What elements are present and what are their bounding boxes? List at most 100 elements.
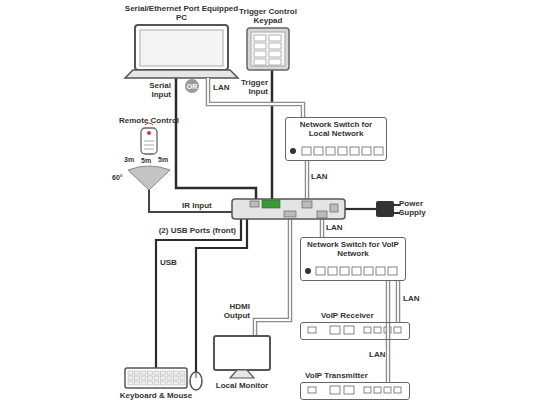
- lan-cable: [208, 78, 303, 117]
- key: [141, 376, 146, 380]
- cable-inner: [397, 281, 399, 322]
- device-node: Local Monitor: [214, 336, 270, 370]
- key: [167, 376, 172, 380]
- key: [148, 371, 153, 375]
- node-heading: VoIP Receiver: [321, 311, 407, 320]
- key: [174, 376, 179, 380]
- keypad-button: [269, 35, 281, 41]
- port: [308, 387, 316, 393]
- callout-label: 5m: [158, 156, 168, 164]
- keypad-button: [254, 59, 266, 65]
- device-box: VoIP Receiver: [300, 322, 410, 340]
- node-heading: Network Switch for Local Network: [286, 118, 386, 138]
- edge-label: LAN: [368, 350, 386, 359]
- callout-label: LAN: [326, 223, 342, 232]
- switcher-device: [232, 199, 345, 219]
- callout-label: Serial Input: [131, 81, 171, 99]
- power-supply: [376, 201, 394, 217]
- port: [374, 387, 381, 393]
- node-heading: OR: [187, 83, 198, 90]
- keypad: [247, 28, 289, 70]
- key: [167, 371, 172, 375]
- ir-cable: [149, 190, 232, 212]
- laptop: [140, 30, 223, 66]
- ir-cable: [149, 190, 232, 212]
- monitor: [214, 336, 270, 370]
- port: [374, 147, 383, 155]
- or-circle: OR: [185, 79, 199, 93]
- port: [362, 147, 371, 155]
- port: [394, 327, 401, 333]
- lan-cable: [306, 161, 308, 199]
- key: [128, 376, 133, 380]
- port: [330, 326, 340, 334]
- key: [148, 376, 153, 380]
- monitor: [230, 370, 254, 378]
- serial-cable: [176, 78, 256, 199]
- keypad-button: [269, 43, 281, 49]
- key: [161, 376, 166, 380]
- serial-cable: [176, 78, 256, 199]
- key: [180, 381, 185, 385]
- port: [326, 147, 335, 155]
- port: [316, 267, 325, 275]
- key: [161, 371, 166, 375]
- node-heading: VoIP Transmitter: [305, 371, 401, 380]
- node-heading: Serial/Ethernet Port Equipped PC: [122, 4, 242, 22]
- lan-cable: [398, 281, 399, 322]
- remote-control: [141, 123, 157, 154]
- callout-label: IR Input: [182, 201, 212, 210]
- port: [314, 147, 323, 155]
- key: [174, 371, 179, 375]
- port: [384, 387, 391, 393]
- mouse: [190, 372, 202, 390]
- trigger-cable: [271, 70, 274, 200]
- device-box: Network Switch for VoIP Network: [300, 237, 406, 281]
- device-box: Network Switch for Local Network: [285, 117, 387, 161]
- switcher-device: [317, 211, 327, 218]
- key: [148, 381, 153, 385]
- callout-label: 3m: [124, 156, 134, 164]
- ir-coverage-fan: [128, 166, 170, 190]
- port: [394, 387, 401, 393]
- hdmi-cable: [255, 219, 290, 336]
- hdmi-cable: [255, 219, 290, 336]
- node-heading: Remote Control: [118, 116, 180, 125]
- port: [344, 326, 354, 334]
- power-supply: [376, 201, 400, 217]
- callout-label: USB: [160, 258, 177, 267]
- switch-ports: [290, 147, 401, 394]
- callout-label: Power Supply: [399, 199, 435, 217]
- power-cable: [345, 208, 376, 210]
- remote-control: [144, 141, 154, 149]
- key: [141, 371, 146, 375]
- port: [374, 327, 381, 333]
- power-button: [290, 148, 296, 154]
- switcher-device: [232, 199, 345, 219]
- keypad-button: [254, 51, 266, 57]
- monitor: [214, 336, 270, 378]
- port: [364, 327, 371, 333]
- key: [167, 381, 172, 385]
- switcher-device: [262, 200, 280, 208]
- port: [308, 327, 316, 333]
- switcher-device: [302, 201, 312, 208]
- port: [330, 386, 340, 394]
- node-heading: Keyboard & Mouse: [106, 391, 206, 400]
- port: [350, 147, 359, 155]
- key: [154, 381, 159, 385]
- keypad-button: [254, 43, 266, 49]
- laptop: [125, 25, 238, 78]
- keyboard: [125, 368, 187, 388]
- key: [154, 376, 159, 380]
- key: [128, 371, 133, 375]
- key: [141, 381, 146, 385]
- switcher-device: [284, 211, 296, 217]
- key: [135, 376, 140, 380]
- key: [135, 371, 140, 375]
- key: [135, 381, 140, 385]
- trigger-cable: [271, 70, 274, 200]
- mouse: [196, 372, 197, 378]
